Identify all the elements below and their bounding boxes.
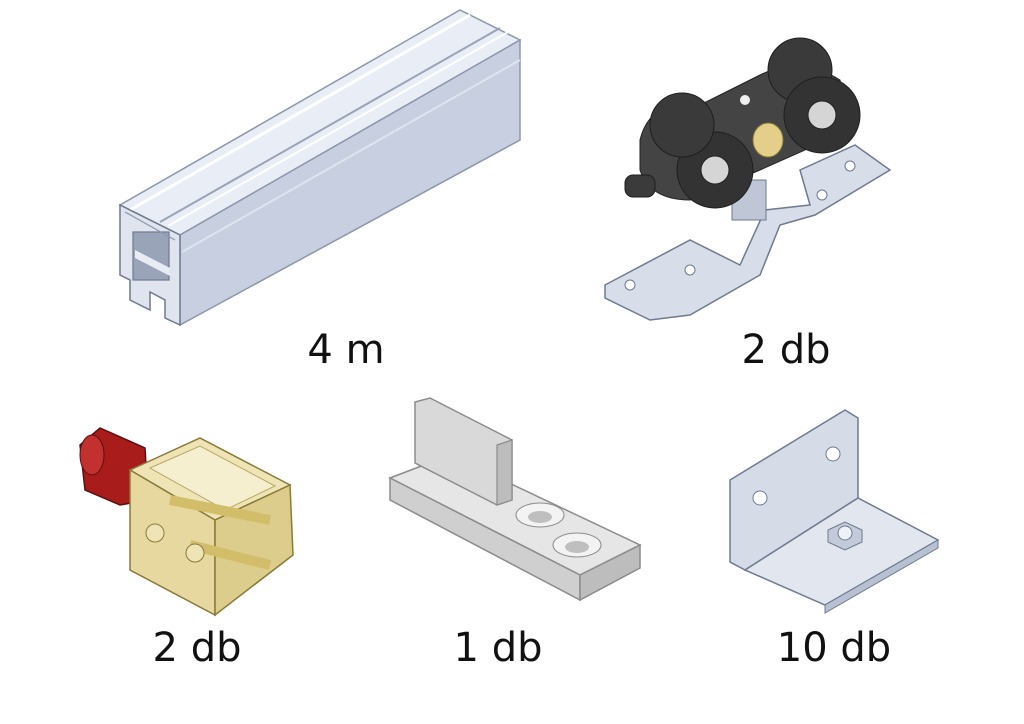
floor-guide-quantity: 1 db	[453, 625, 543, 671]
end-stop-quantity: 2 db	[152, 625, 242, 671]
rail-quantity: 4 m	[307, 327, 385, 373]
wall-bracket-quantity: 10 db	[776, 625, 892, 671]
carriage-quantity: 2 db	[741, 327, 831, 373]
